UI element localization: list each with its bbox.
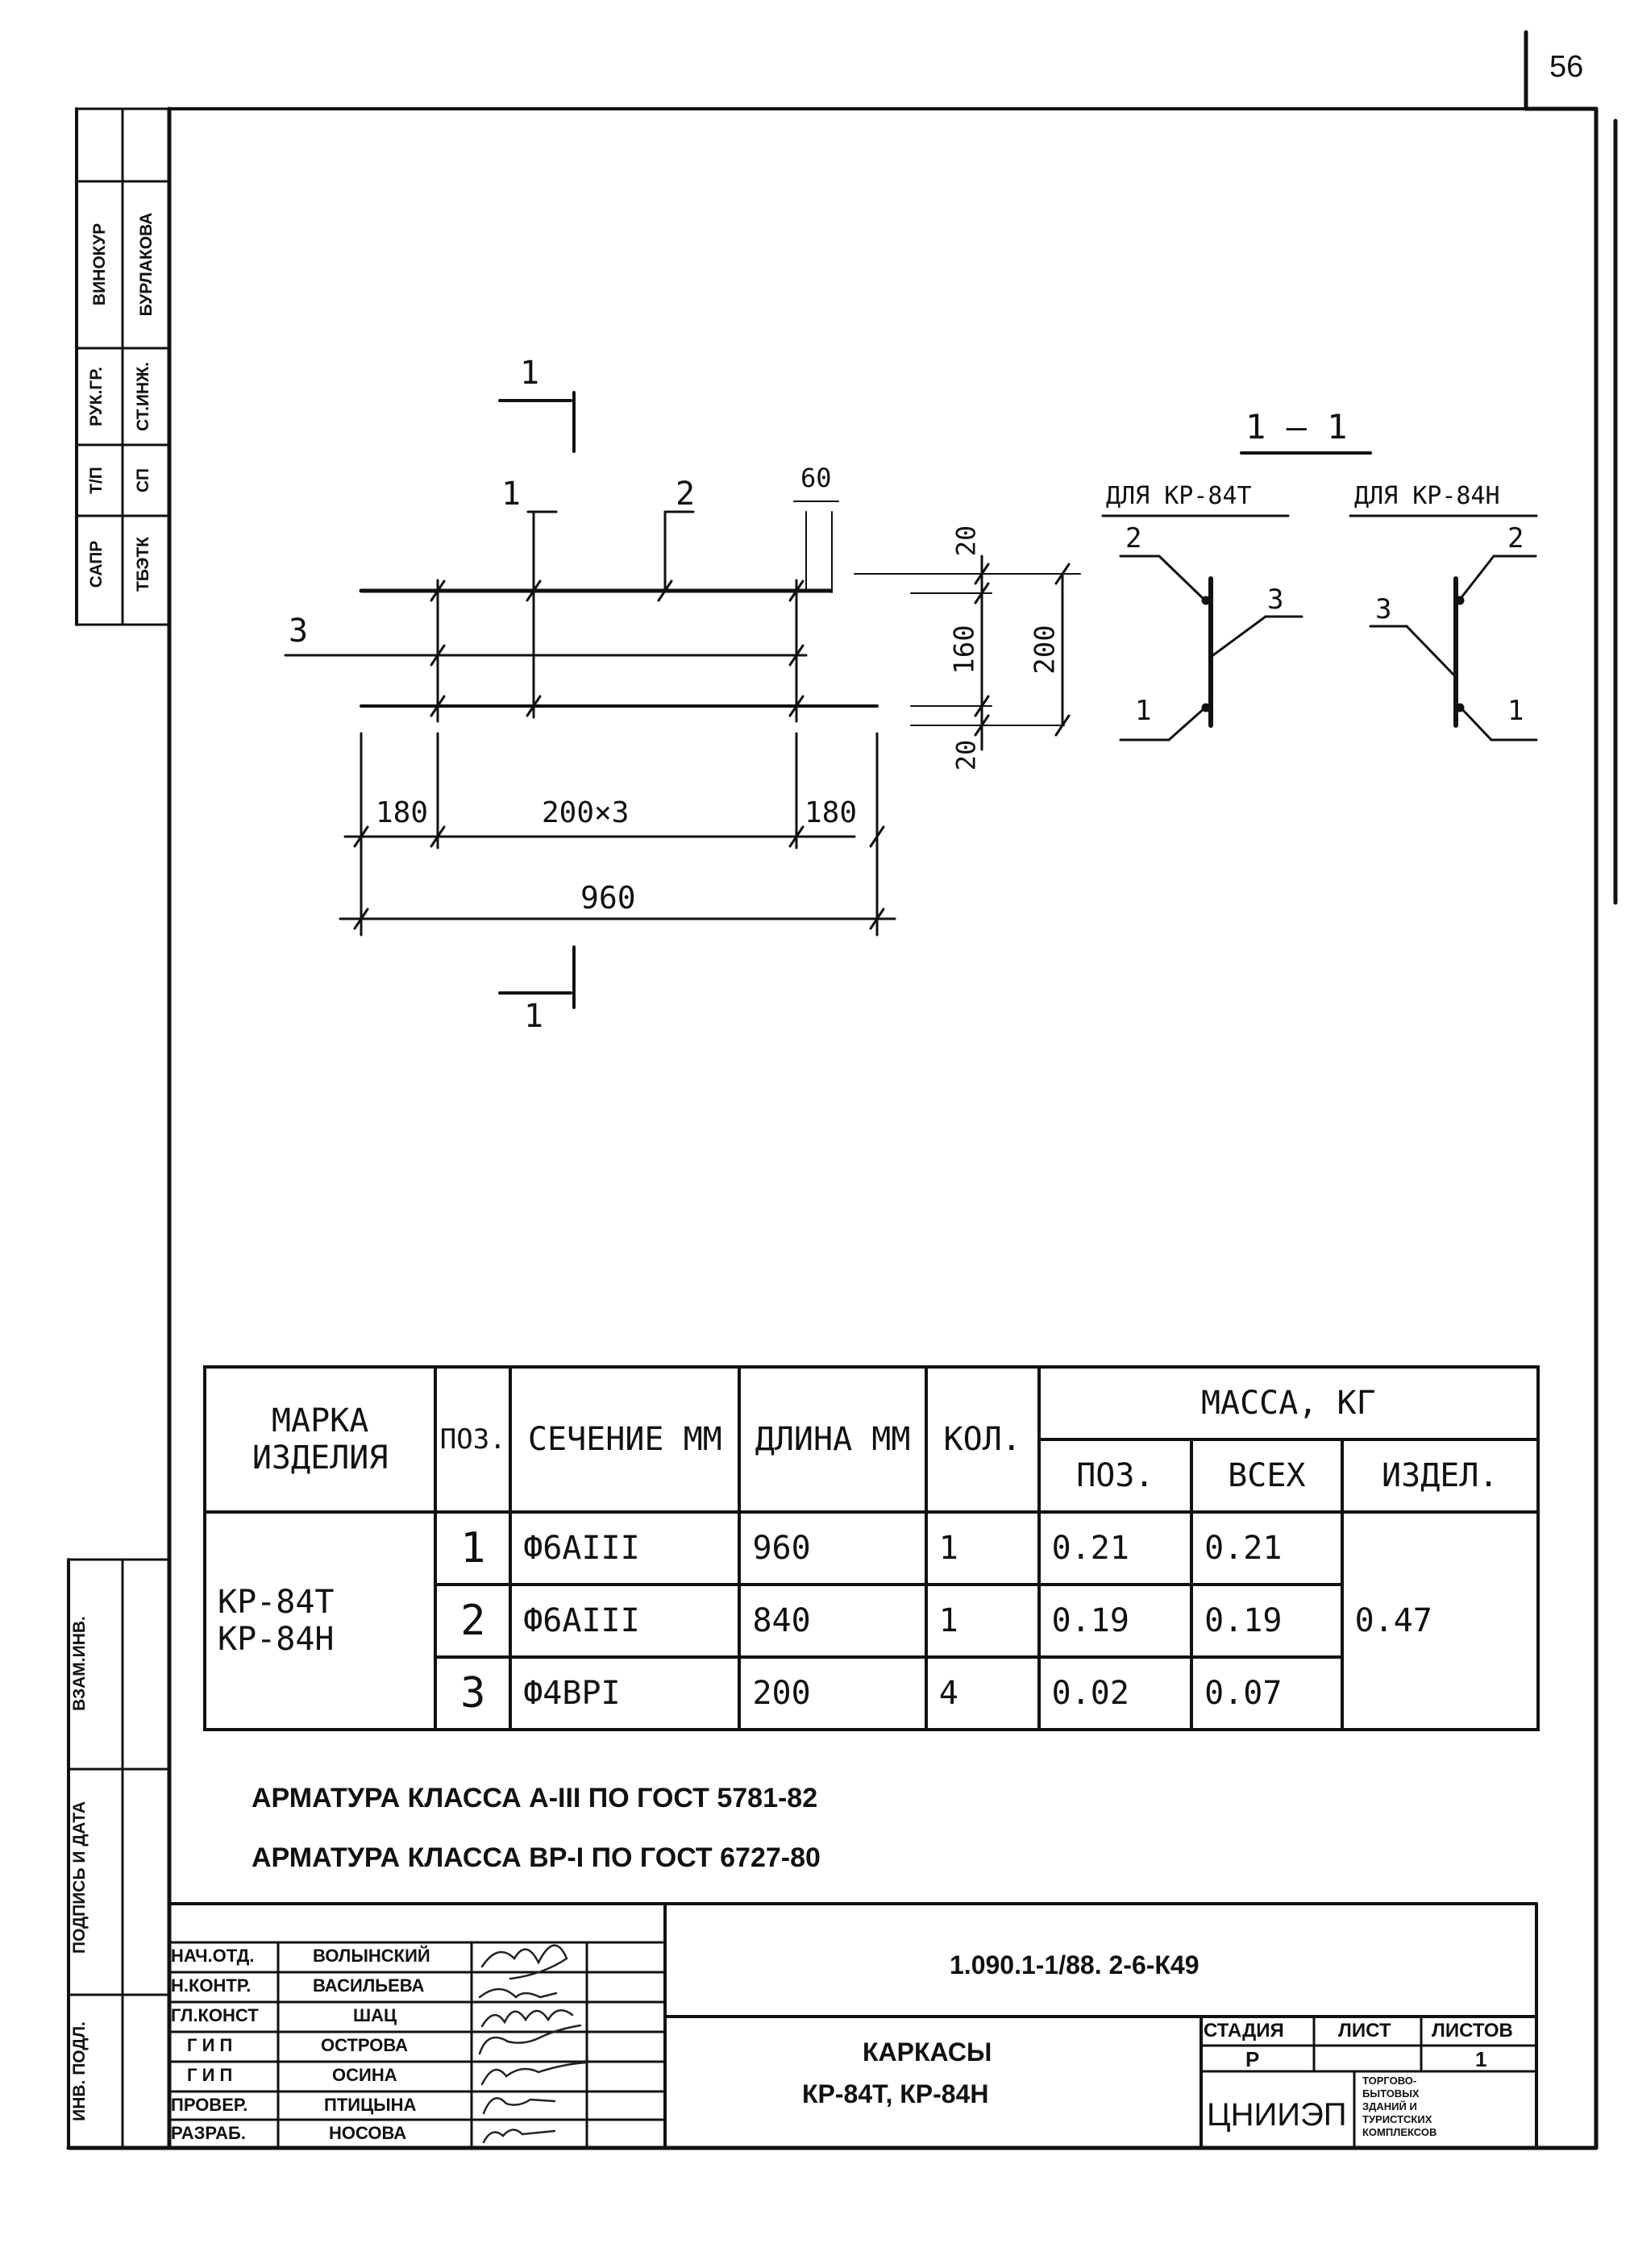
table-row: 3 Ф4ВРI 200 4 0.02 0.07 <box>205 1655 1538 1731</box>
stamp-role: НАЧ.ОТД. <box>171 1946 255 1966</box>
stamp-name: ОСТРОВА <box>321 2035 409 2055</box>
dimension-60: 60 <box>800 463 832 493</box>
sheets-header: ЛИСТОВ <box>1432 2020 1513 2042</box>
row-pos: 2 <box>434 1583 513 1659</box>
section-right-label: 1 <box>1507 695 1524 727</box>
sheet-header: ЛИСТ <box>1338 2020 1391 2042</box>
table-row: КР-84Т КР-84Н 1 Ф6АIII 960 1 0.21 0.21 0… <box>202 1510 1540 1731</box>
row-mass-all: 0.07 <box>1190 1655 1344 1731</box>
header-mass-item: ИЗДЕЛ. <box>1340 1438 1540 1514</box>
row-section: Ф6АIII <box>509 1583 742 1659</box>
section-left-label: 3 <box>1267 584 1284 616</box>
product-mark-line: КР-84Т <box>218 1584 335 1621</box>
organization-name: ЦНИИЭП <box>1207 2097 1347 2133</box>
dimension-180-left: 180 <box>376 796 429 829</box>
note-reinforcement-bp1: АРМАТУРА КЛАССА ВР-I ПО ГОСТ 6727-80 <box>252 1842 821 1873</box>
section-left-label: 2 <box>1125 522 1142 555</box>
header-mass-pos: ПОЗ. <box>1037 1438 1194 1514</box>
stamp-name: ОСИНА <box>332 2065 397 2085</box>
stamp-role: Г И П <box>187 2065 233 2085</box>
stamp-role: ПРОВЕР. <box>171 2095 248 2115</box>
organization-subtitle-line: ТОРГОВО- <box>1362 2075 1417 2087</box>
header-mark: МАРКА ИЗДЕЛИЯ <box>202 1365 438 1514</box>
table-row: 2 Ф6АIII 840 1 0.19 0.19 <box>205 1583 1538 1659</box>
signature-scribble <box>482 2097 556 2115</box>
drawing-subtitle: КР-84Т, КР-84Н <box>802 2079 989 2108</box>
stamp-role: Г И П <box>187 2035 233 2055</box>
stamp-name: ВАСИЛЬЕВА <box>313 1975 425 1996</box>
header-length: ДЛИНА ММ <box>738 1365 928 1514</box>
signature-scribble <box>480 2009 574 2028</box>
signature-scribble <box>480 1944 568 1980</box>
organization-subtitle-line: КОМПЛЕКСОВ <box>1362 2126 1437 2138</box>
stamp-name: ШАЦ <box>353 2005 397 2025</box>
organization-subtitle-line: БЫТОВЫХ <box>1362 2087 1420 2100</box>
section-caption-left: ДЛЯ КР-84Т <box>1106 482 1252 510</box>
stage-value: Р <box>1245 2047 1260 2071</box>
row-qty: 4 <box>924 1655 1041 1731</box>
row-length: 200 <box>738 1655 928 1731</box>
signature-scribble <box>478 1988 558 1999</box>
signature-scribble <box>482 2129 556 2144</box>
row-mass-pos: 0.21 <box>1037 1510 1194 1586</box>
dimension-960: 960 <box>580 880 636 916</box>
sheets-value: 1 <box>1475 2047 1487 2071</box>
position-label: 2 <box>676 476 696 513</box>
stamp-role: ГЛ.КОНСТ <box>171 2005 259 2025</box>
organization-subtitle-line: ТУРИСТСКИХ <box>1362 2113 1432 2125</box>
row-qty: 1 <box>924 1510 1041 1586</box>
header-mass: МАССА, КГ <box>1037 1365 1540 1441</box>
position-label: 1 <box>501 476 522 513</box>
signature-scribble <box>480 2061 588 2086</box>
product-mark-line: КР-84Н <box>218 1621 335 1658</box>
header-pos: ПОЗ. <box>434 1365 513 1514</box>
dimension-200x3: 200×3 <box>542 796 630 829</box>
position-label: 3 <box>289 613 309 650</box>
section-title: 1 — 1 <box>1245 407 1348 447</box>
signature-scribble <box>478 2024 582 2055</box>
stamp-role: Н.КОНТР. <box>171 1975 252 1996</box>
row-mass-pos: 0.02 <box>1037 1655 1194 1731</box>
page-number: 56 <box>1549 50 1584 84</box>
organization-subtitle-line: ЗДАНИЙ И <box>1362 2100 1417 2112</box>
dimension-180-right: 180 <box>805 796 858 829</box>
row-pos: 3 <box>434 1655 513 1731</box>
row-mass-pos: 0.19 <box>1037 1583 1194 1659</box>
row-mass-all: 0.19 <box>1190 1583 1344 1659</box>
section-right-label: 3 <box>1375 593 1392 625</box>
section-mark-bottom: 1 <box>524 998 544 1035</box>
note-reinforcement-a3: АРМАТУРА КЛАССА А-III ПО ГОСТ 5781-82 <box>252 1783 818 1813</box>
drawing-title: КАРКАСЫ <box>863 2037 992 2067</box>
row-qty: 1 <box>924 1583 1041 1659</box>
section-right-label: 2 <box>1507 522 1524 555</box>
header-mass-all: ВСЕХ <box>1190 1438 1344 1514</box>
stamp-name: ВОЛЫНСКИЙ <box>313 1946 430 1966</box>
organization-subtitle: ТОРГОВО- БЫТОВЫХ ЗДАНИЙ И ТУРИСТСКИХ КОМ… <box>1362 2075 1437 2139</box>
row-pos: 1 <box>434 1510 513 1586</box>
stamp-name: ПТИЦЫНА <box>324 2095 417 2115</box>
stamp-name: НОСОВА <box>329 2123 407 2143</box>
specification-table: МАРКА ИЗДЕЛИЯ ПОЗ. СЕЧЕНИЕ ММ ДЛИНА ММ К… <box>202 1365 1540 1731</box>
item-mass: 0.47 <box>1340 1510 1540 1731</box>
header-section: СЕЧЕНИЕ ММ <box>509 1365 742 1514</box>
row-mass-all: 0.21 <box>1190 1510 1344 1586</box>
header-qty: КОЛ. <box>924 1365 1041 1514</box>
section-caption-right: ДЛЯ КР-84Н <box>1354 482 1500 510</box>
section-mark-top: 1 <box>520 355 540 392</box>
document-code: 1.090.1-1/88. 2-6-К49 <box>950 1950 1200 1979</box>
row-length: 960 <box>738 1510 928 1586</box>
product-mark: КР-84Т КР-84Н <box>202 1510 438 1731</box>
stamp-role: РАЗРАБ. <box>171 2123 246 2143</box>
row-length: 840 <box>738 1583 928 1659</box>
section-left-label: 1 <box>1135 695 1152 727</box>
stage-header: СТАДИЯ <box>1204 2020 1284 2042</box>
row-section: Ф6АIII <box>509 1510 742 1586</box>
row-section: Ф4ВРI <box>509 1655 742 1731</box>
